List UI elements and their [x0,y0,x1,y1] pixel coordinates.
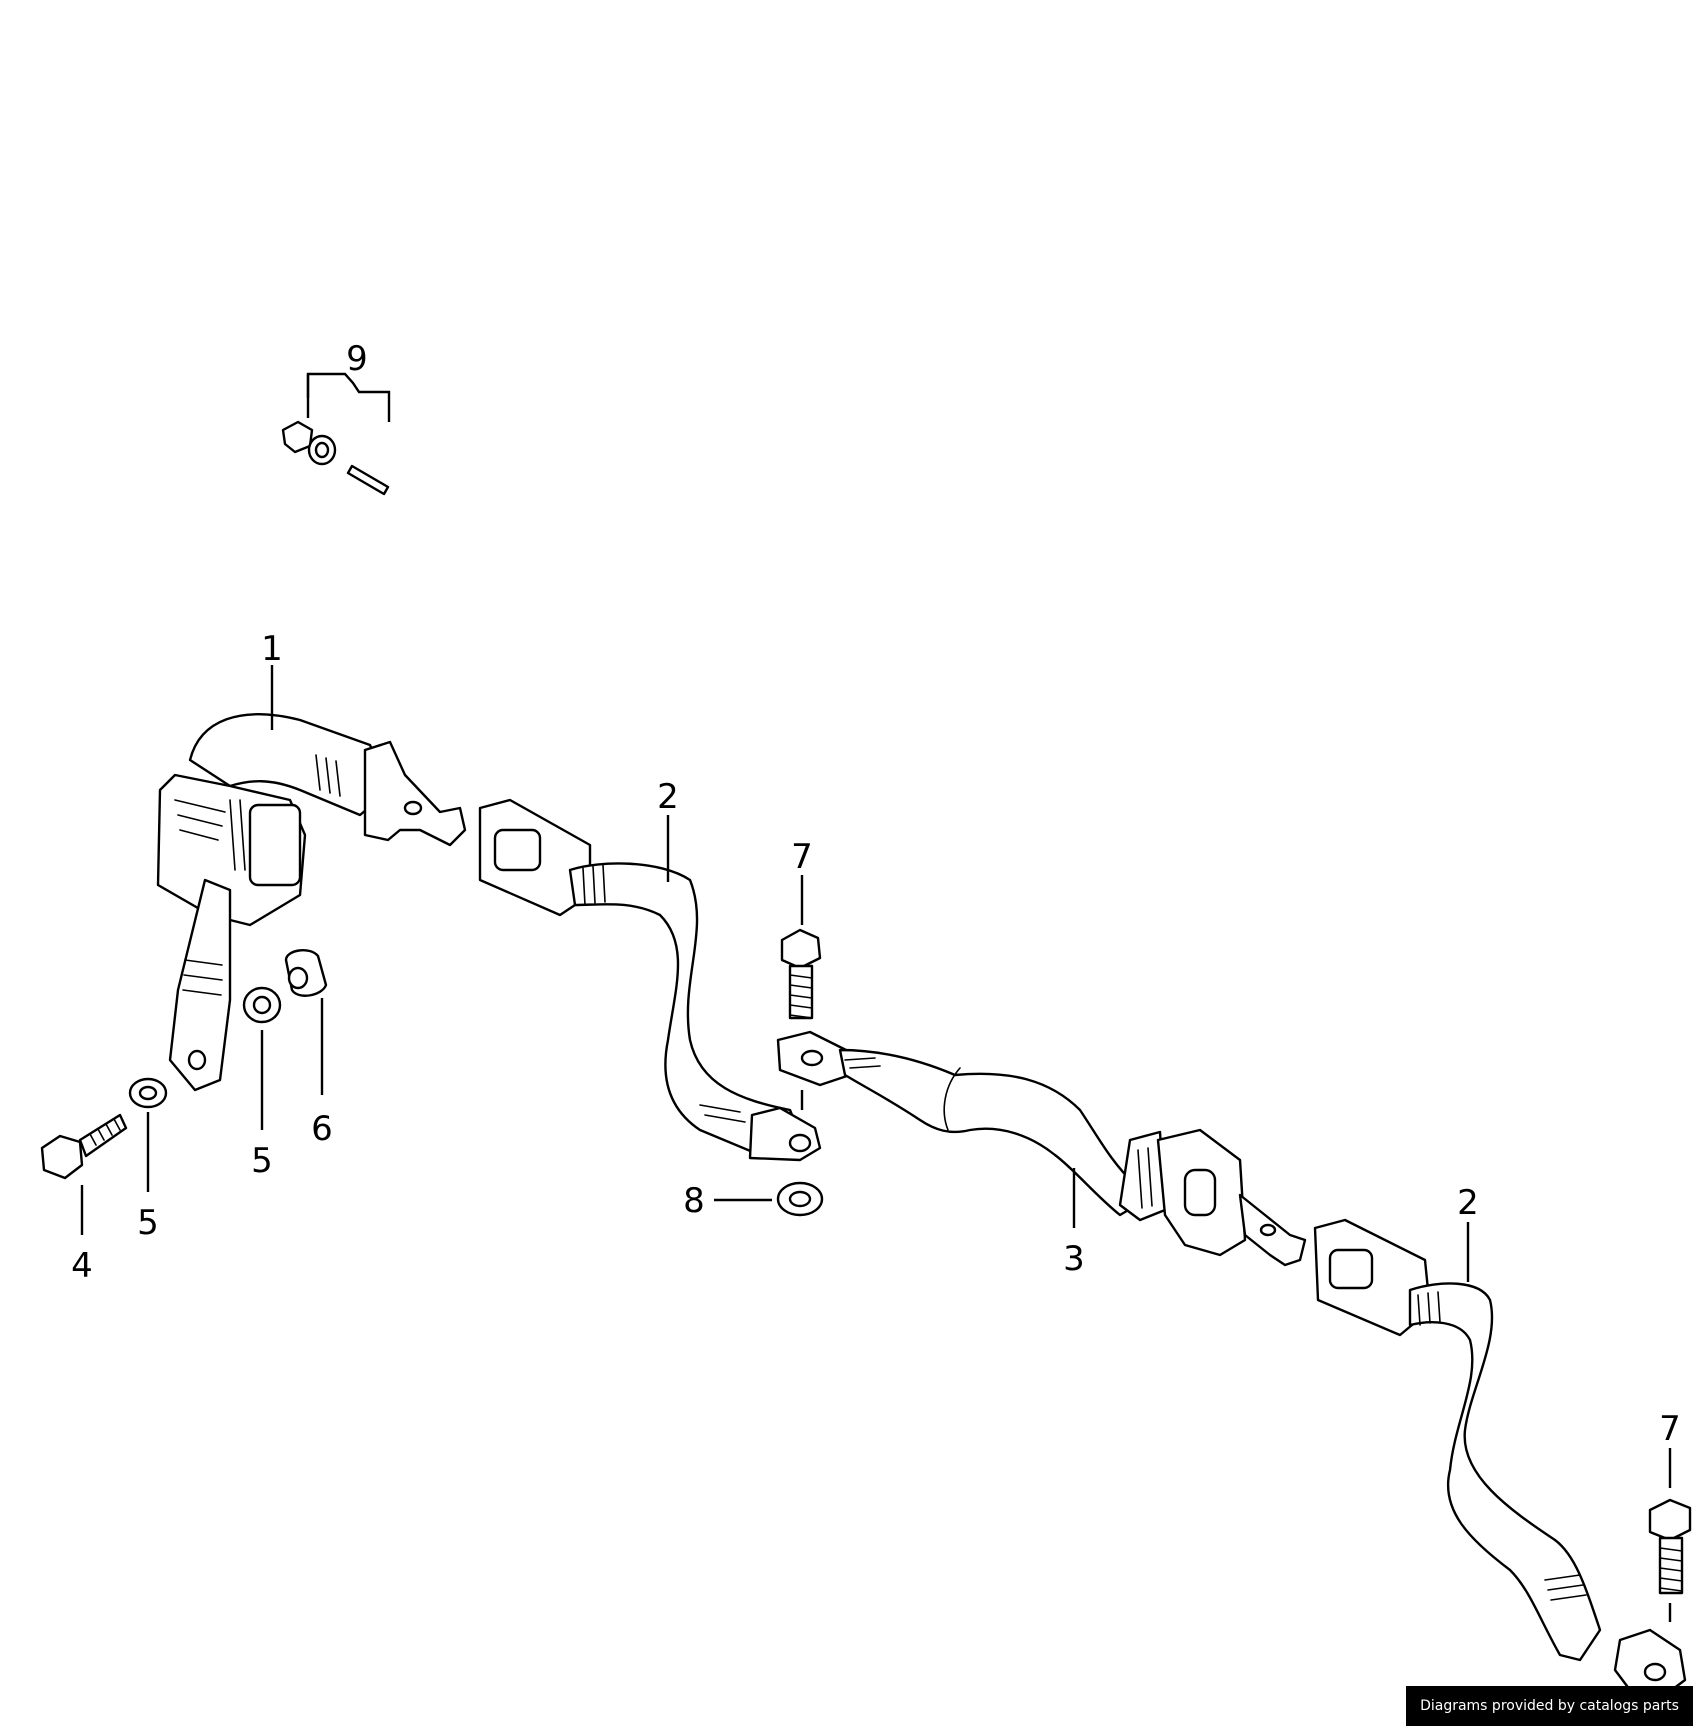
callout-5-lower: 5 [137,1203,159,1243]
credit-footer: Diagrams provided by catalogs parts [1406,1686,1693,1726]
washer-part-5-upper [242,986,282,1024]
callout-8: 8 [683,1181,705,1221]
buckle-strap-part-2-upper [478,798,822,1162]
buckle-strap-part-2-lower [1313,1218,1687,1697]
callout-2-upper: 2 [657,777,679,817]
callout-7-lower: 7 [1659,1409,1681,1449]
callout-2-lower: 2 [1457,1183,1479,1223]
callout-5-upper: 5 [251,1141,273,1181]
washer-part-8 [776,1181,824,1217]
clip-and-pin-part-9 [281,372,391,496]
bolt-part-7-upper [780,928,822,1020]
washer-part-5-lower [128,1077,168,1109]
credit-text: Diagrams provided by catalogs parts [1420,1698,1679,1714]
callout-1: 1 [261,629,283,669]
callout-9: 9 [346,339,368,379]
bolt-part-7-lower [1648,1498,1692,1595]
clip-icon [281,420,337,466]
callout-7-upper: 7 [791,837,813,877]
callout-4: 4 [71,1246,93,1286]
spacer-part-6 [284,949,328,997]
callout-6: 6 [311,1109,333,1149]
retractor-belt-part-1 [156,713,467,1092]
lap-belt-part-3 [776,1030,1307,1267]
pin-icon [346,464,390,496]
bolt-part-4 [40,1113,128,1180]
callout-3: 3 [1063,1239,1085,1279]
